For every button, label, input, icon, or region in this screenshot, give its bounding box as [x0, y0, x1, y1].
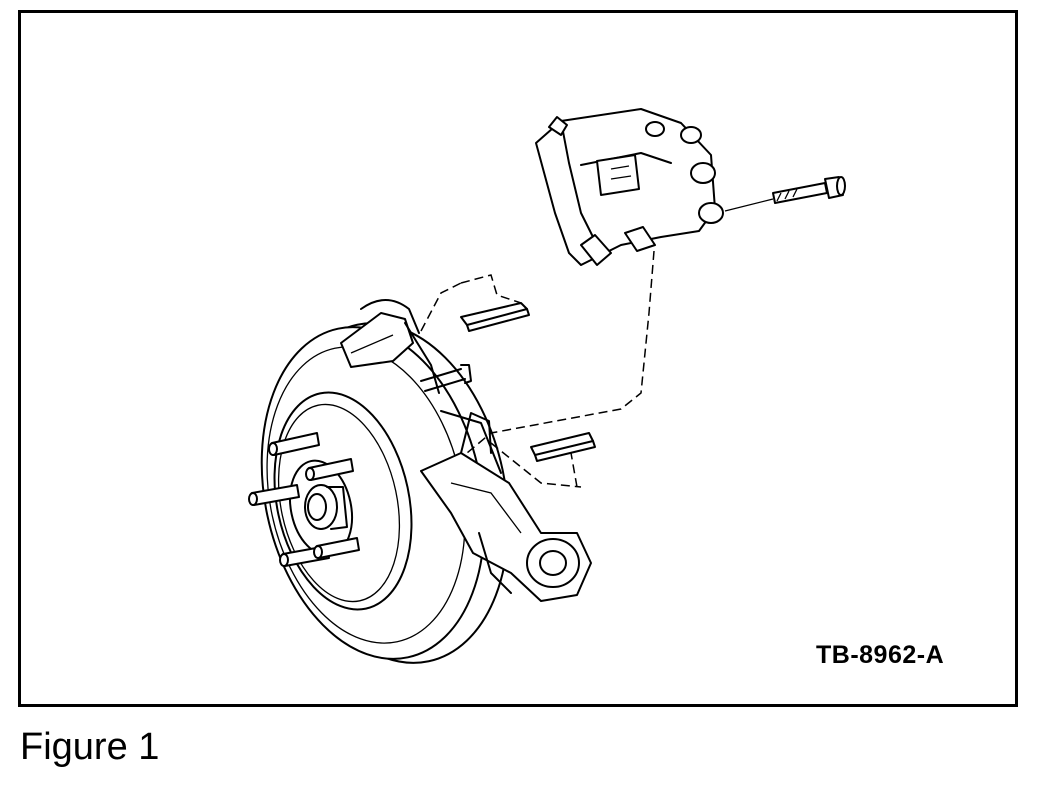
- figure-caption: Figure 1: [20, 726, 160, 768]
- spindle-nut: [304, 484, 348, 530]
- figure-frame: TB-8962-A: [18, 10, 1018, 707]
- brake-caliper: [535, 108, 724, 266]
- caliper-anchor-bracket: [340, 299, 440, 394]
- steering-knuckle: [420, 410, 592, 602]
- knuckle-bolt: [420, 364, 472, 392]
- assembly-guide-lines: [420, 250, 655, 488]
- caliper-bolt: [724, 176, 846, 212]
- brake-pad-upper: [460, 302, 530, 332]
- figure-reference-code: TB-8962-A: [816, 641, 945, 669]
- wheel-studs: [248, 432, 360, 567]
- brake-assembly-diagram: [248, 108, 846, 664]
- brake-pad-lower: [530, 432, 596, 462]
